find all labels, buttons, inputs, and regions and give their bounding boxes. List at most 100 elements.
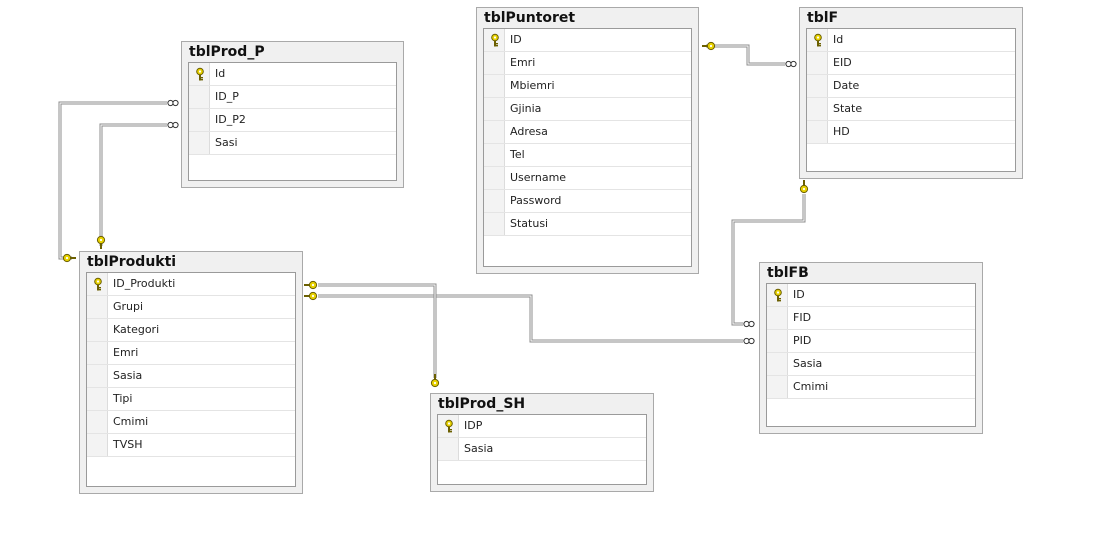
row-selector[interactable] [484, 190, 505, 212]
row-selector[interactable] [87, 434, 108, 456]
column-row[interactable]: Date [807, 75, 1015, 98]
column-row[interactable]: Mbiemri [484, 75, 691, 98]
row-selector[interactable] [767, 307, 788, 329]
column-row[interactable]: Emri [484, 52, 691, 75]
column-row[interactable]: Kategori [87, 319, 295, 342]
relation-produkti-prodsh[interactable] [318, 283, 437, 378]
row-selector[interactable] [87, 365, 108, 387]
row-selector[interactable] [189, 63, 210, 85]
column-row[interactable]: ID_Produkti [87, 273, 295, 296]
row-selector[interactable] [87, 342, 108, 364]
row-selector[interactable] [484, 213, 505, 235]
column-row[interactable]: FID [767, 307, 975, 330]
column-row[interactable]: State [807, 98, 1015, 121]
row-selector[interactable] [484, 29, 505, 51]
one-end-key-icon [430, 374, 440, 388]
column-name: HD [833, 125, 850, 138]
row-selector[interactable] [189, 109, 210, 131]
row-selector[interactable] [484, 75, 505, 97]
column-row[interactable]: EID [807, 52, 1015, 75]
row-selector[interactable] [438, 415, 459, 437]
column-name: ID_Produkti [113, 277, 176, 290]
many-end-icon [167, 99, 179, 107]
row-selector[interactable] [807, 98, 828, 120]
column-name: State [833, 102, 863, 115]
column-row[interactable]: Sasia [87, 365, 295, 388]
column-row[interactable]: PID [767, 330, 975, 353]
column-row[interactable]: ID_P2 [189, 109, 396, 132]
row-selector[interactable] [807, 52, 828, 74]
one-end-key-icon [799, 180, 809, 194]
column-row[interactable]: Sasia [438, 438, 646, 461]
row-selector[interactable] [189, 132, 210, 154]
column-row[interactable]: Tipi [87, 388, 295, 411]
column-row[interactable]: Emri [87, 342, 295, 365]
row-selector[interactable] [767, 284, 788, 306]
column-row[interactable]: Sasi [189, 132, 396, 155]
column-name: Kategori [113, 323, 160, 336]
column-row[interactable]: Adresa [484, 121, 691, 144]
column-row[interactable]: Id [807, 29, 1015, 52]
row-selector[interactable] [484, 121, 505, 143]
column-name: Date [833, 79, 860, 92]
column-row[interactable]: Gjinia [484, 98, 691, 121]
row-selector[interactable] [767, 376, 788, 398]
column-row[interactable]: Grupi [87, 296, 295, 319]
column-row[interactable]: HD [807, 121, 1015, 144]
one-end-key-icon [702, 41, 716, 51]
column-row[interactable]: Sasia [767, 353, 975, 376]
relation-f-fb-highlight [732, 194, 805, 325]
column-row[interactable]: Username [484, 167, 691, 190]
column-name: EID [833, 56, 852, 69]
primary-key-icon [814, 33, 822, 47]
row-selector[interactable] [87, 296, 108, 318]
row-selector[interactable] [87, 273, 108, 295]
column-name: Tipi [113, 392, 133, 405]
column-row[interactable]: IDP [438, 415, 646, 438]
relation-puntoret-f[interactable] [706, 44, 785, 66]
table-title: tblProd_P [189, 44, 265, 60]
row-selector[interactable] [189, 86, 210, 108]
column-name: Sasia [793, 357, 823, 370]
many-end-icon [743, 320, 755, 328]
column-name: ID_P [215, 90, 239, 103]
relation-produkti-fb-highlight [318, 295, 743, 342]
row-selector[interactable] [807, 121, 828, 143]
column-row[interactable]: ID_P [189, 86, 396, 109]
column-row[interactable]: Statusi [484, 213, 691, 236]
primary-key-icon [94, 277, 102, 291]
column-row[interactable]: Id [189, 63, 396, 86]
relation-prodp-idp2[interactable] [99, 123, 167, 246]
row-selector[interactable] [484, 167, 505, 189]
column-row[interactable]: Tel [484, 144, 691, 167]
row-selector[interactable] [807, 29, 828, 51]
column-row[interactable]: TVSH [87, 434, 295, 457]
relation-prodp-idp2-highlight [100, 124, 167, 246]
column-row[interactable]: ID [767, 284, 975, 307]
row-selector[interactable] [767, 330, 788, 352]
table-title: tblProdukti [87, 254, 177, 270]
row-selector[interactable] [767, 353, 788, 375]
column-row[interactable]: Cmimi [87, 411, 295, 434]
row-selector[interactable] [484, 98, 505, 120]
column-row[interactable]: Cmimi [767, 376, 975, 399]
row-selector[interactable] [87, 411, 108, 433]
column-row[interactable]: ID [484, 29, 691, 52]
row-selector[interactable] [484, 52, 505, 74]
row-selector[interactable] [87, 319, 108, 341]
column-row[interactable]: Password [484, 190, 691, 213]
row-selector[interactable] [807, 75, 828, 97]
row-selector[interactable] [484, 144, 505, 166]
row-selector[interactable] [438, 438, 459, 460]
row-selector[interactable] [87, 388, 108, 410]
